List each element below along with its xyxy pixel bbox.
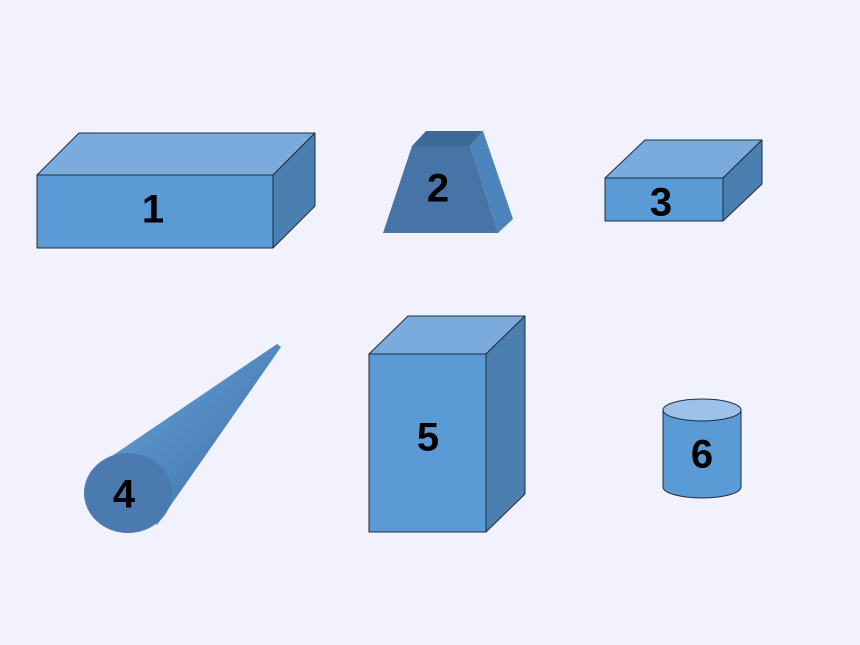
shape-6-cylinder-top xyxy=(662,398,742,422)
shape-2-front-face xyxy=(383,146,498,233)
shape-3-label: 3 xyxy=(650,181,672,225)
shape-1-top-face xyxy=(36,132,316,176)
shape-4-cone: 4 xyxy=(84,344,281,533)
shape-2-side-face xyxy=(470,131,513,233)
shape-5-label: 5 xyxy=(417,416,439,460)
shape-6-label: 6 xyxy=(691,433,713,477)
shape-2-top-face xyxy=(412,131,483,146)
shape-5-box: 5 xyxy=(368,315,526,533)
shape-2-label: 2 xyxy=(427,167,449,211)
shape-4-label: 4 xyxy=(113,473,136,517)
shape-4-cone-base xyxy=(84,453,172,533)
shape-1-box: 1 xyxy=(36,132,316,249)
shape-2-frustum: 2 xyxy=(383,131,513,233)
shape-5-side-face xyxy=(485,315,526,533)
shape-1-front-face xyxy=(36,174,274,249)
shape-3-box: 3 xyxy=(604,139,763,225)
shape-5-front-face xyxy=(368,353,487,533)
shape-1-label: 1 xyxy=(142,188,164,232)
shape-6-cylinder-body xyxy=(662,409,742,499)
shape-3-front-face xyxy=(604,177,724,222)
shape-6-cylinder: 6 xyxy=(662,398,742,499)
